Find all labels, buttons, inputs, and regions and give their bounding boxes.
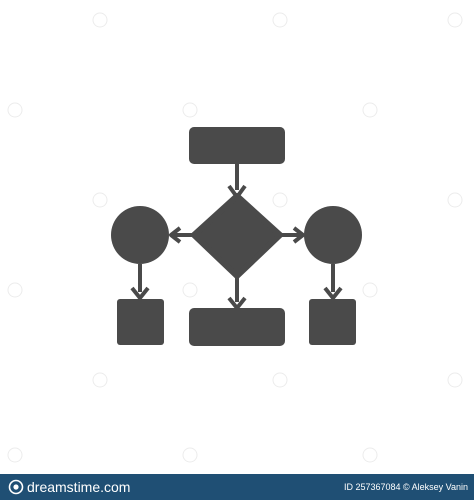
brand[interactable]: dreamstime.com <box>8 479 130 495</box>
image-credit: ID 257367084 © Aleksey Vanin <box>343 482 468 492</box>
brand-name: dreamstime.com <box>27 479 131 495</box>
stock-image-canvas <box>7 12 463 463</box>
flowchart-icon <box>111 127 362 346</box>
dreamstime-logo-icon <box>8 479 24 495</box>
footer-bar: dreamstime.com ID 257367084 © Aleksey Va… <box>0 474 474 500</box>
